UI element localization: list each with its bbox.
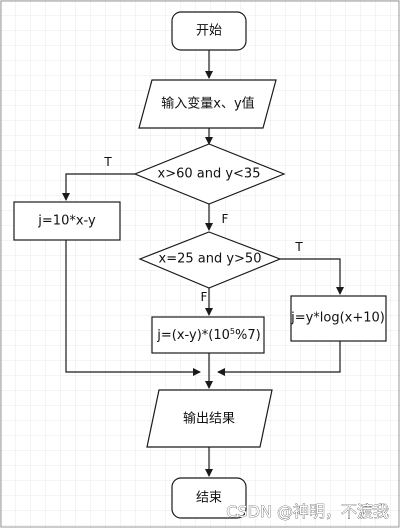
start-label: 开始 bbox=[196, 24, 222, 39]
output-node: 输出结果 bbox=[146, 389, 273, 448]
end-label: 结束 bbox=[196, 491, 222, 506]
watermark: CSDN @神明，不渡我 bbox=[226, 502, 389, 521]
decision1-true-label: T bbox=[103, 155, 112, 169]
process3-label-tail: %7) bbox=[235, 328, 261, 343]
input-node: 输入变量x、y值 bbox=[138, 79, 277, 129]
process1-label: j=10*x-y bbox=[37, 214, 96, 229]
process2-node: j=y*log(x+10) bbox=[290, 295, 387, 342]
decision2-true-label: T bbox=[294, 240, 303, 254]
arrow-process1-merge bbox=[65, 240, 201, 376]
process3-label-main: j=(x-y)*(10 bbox=[156, 328, 230, 343]
input-label: 输入变量x、y值 bbox=[161, 96, 254, 112]
decision1-false-label: F bbox=[222, 212, 229, 226]
process3-node: j=(x-y)*(105%7) bbox=[151, 316, 265, 354]
process1-node: j=10*x-y bbox=[13, 201, 121, 241]
arrow-process2-merge bbox=[217, 341, 341, 376]
process2-label: j=y*log(x+10) bbox=[290, 311, 385, 326]
arrow-decision1-true bbox=[62, 173, 135, 201]
decision1-label: x>60 and y<35 bbox=[158, 167, 261, 182]
decision1-node: x>60 and y<35 bbox=[133, 143, 286, 205]
process3-label-superscript: 5 bbox=[230, 327, 235, 336]
end-node: 结束 bbox=[171, 477, 247, 519]
start-node: 开始 bbox=[171, 11, 247, 51]
output-label: 输出结果 bbox=[183, 411, 235, 427]
decision2-node: x=25 and y>50 bbox=[138, 231, 282, 289]
arrow-decision2-true bbox=[280, 258, 344, 295]
decision2-label: x=25 and y>50 bbox=[159, 252, 262, 267]
process3-label: j=(x-y)*(105%7) bbox=[156, 327, 260, 343]
decision2-false-label: F bbox=[201, 290, 208, 304]
